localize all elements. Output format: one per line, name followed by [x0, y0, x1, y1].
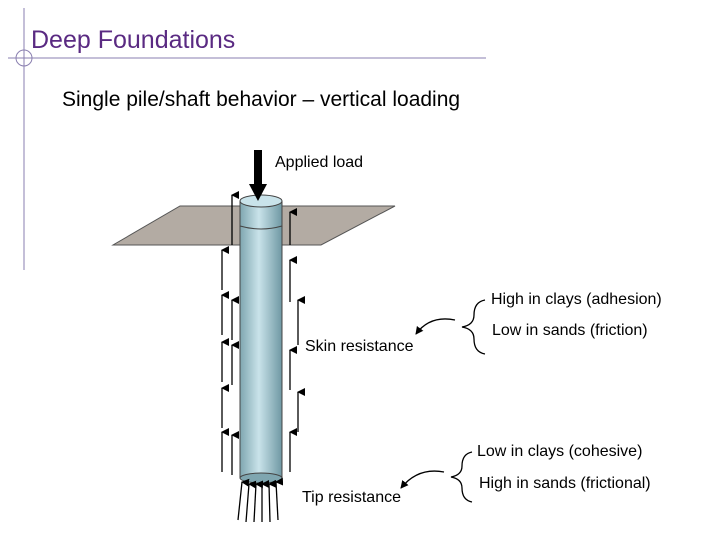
applied-load-label: Applied load — [275, 154, 364, 171]
tip-arrow — [237, 478, 250, 521]
tip-resistance-brace — [400, 451, 473, 503]
tip-arrow — [245, 480, 257, 523]
pile-shaft — [239, 194, 283, 484]
skin-resistance-arrows-left — [221, 191, 239, 475]
tip-clays-note: Low in clays (cohesive) — [477, 443, 643, 460]
applied-load-arrow — [249, 150, 267, 201]
skin-resistance-brace — [415, 299, 486, 355]
tip-arrow — [253, 480, 264, 523]
tip-arrow — [275, 477, 284, 521]
skin-resistance-label: Skin resistance — [305, 338, 414, 355]
tip-sands-note: High in sands (frictional) — [479, 475, 651, 492]
tip-resistance-arrows — [237, 477, 284, 523]
skin-sands-note: Low in sands (friction) — [492, 322, 648, 339]
slide-title: Deep Foundations — [31, 26, 236, 54]
skin-resistance-arrows-right — [289, 208, 305, 472]
tip-arrow — [268, 479, 277, 523]
skin-clays-note: High in clays (adhesion) — [491, 291, 662, 308]
title-decoration — [8, 8, 486, 270]
tip-resistance-label: Tip resistance — [302, 489, 401, 506]
slide-subtitle: Single pile/shaft behavior – vertical lo… — [62, 88, 461, 111]
